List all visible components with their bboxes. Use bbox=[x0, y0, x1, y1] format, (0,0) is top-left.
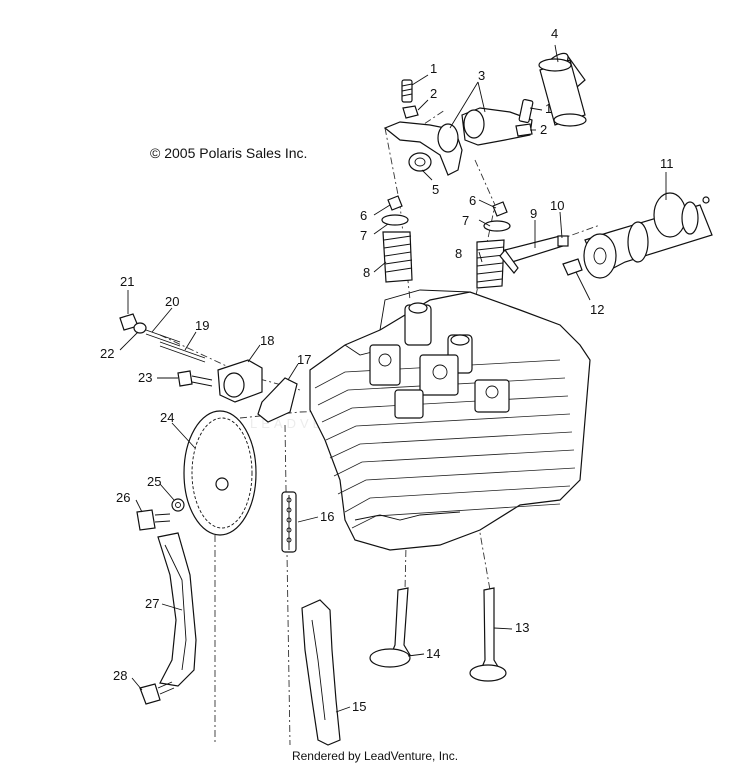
part-16-chain bbox=[281, 491, 297, 553]
callout-23: 23 bbox=[138, 370, 152, 385]
callout-9: 9 bbox=[530, 206, 537, 221]
callout-8b: 8 bbox=[455, 246, 462, 261]
part-13-valve bbox=[469, 587, 507, 682]
callout-5: 5 bbox=[432, 182, 439, 197]
copyright-notice: © 2005 Polaris Sales Inc. bbox=[150, 145, 308, 161]
callout-7: 7 bbox=[360, 228, 367, 243]
callout-4: 4 bbox=[551, 26, 558, 41]
callout-17: 17 bbox=[297, 352, 311, 367]
callout-2b: 2 bbox=[540, 122, 547, 137]
callout-8: 8 bbox=[363, 265, 370, 280]
part-24-sprocket bbox=[183, 410, 257, 536]
callout-6b: 6 bbox=[469, 193, 476, 208]
callout-6: 6 bbox=[360, 208, 367, 223]
callout-24: 24 bbox=[160, 410, 174, 425]
callout-labels: 1 2 3 4 1 2 5 6 7 8 6 7 8 9 10 11 12 21 … bbox=[100, 26, 674, 714]
callout-27: 27 bbox=[145, 596, 159, 611]
callout-10: 10 bbox=[550, 198, 564, 213]
callout-7b: 7 bbox=[462, 213, 469, 228]
callout-3: 3 bbox=[478, 68, 485, 83]
callout-18: 18 bbox=[260, 333, 274, 348]
callout-21: 21 bbox=[120, 274, 134, 289]
callout-15: 15 bbox=[352, 699, 366, 714]
callout-26: 26 bbox=[116, 490, 130, 505]
part-27-chain-guide bbox=[157, 532, 197, 687]
part-5-washer bbox=[408, 152, 432, 172]
callout-11: 11 bbox=[660, 156, 674, 171]
leader-lines bbox=[119, 44, 667, 713]
part-15-chain-guide bbox=[301, 599, 341, 746]
callout-20: 20 bbox=[165, 294, 179, 309]
part-11-camshaft bbox=[583, 192, 713, 279]
cylinder-head bbox=[309, 289, 591, 551]
tensioner-parts bbox=[119, 313, 298, 423]
callout-1: 1 bbox=[430, 61, 437, 76]
callout-25: 25 bbox=[147, 474, 161, 489]
callout-19: 19 bbox=[195, 318, 209, 333]
parts-9-10-12 bbox=[499, 235, 583, 276]
callout-22: 22 bbox=[100, 346, 114, 361]
callout-14: 14 bbox=[426, 646, 440, 661]
footer-credit: Rendered by LeadVenture, Inc. bbox=[291, 749, 459, 763]
callout-28: 28 bbox=[113, 668, 127, 683]
valve-springs-right bbox=[476, 201, 511, 289]
part-4-pin bbox=[538, 52, 587, 127]
callout-16: 16 bbox=[320, 509, 334, 524]
part-28-bolt bbox=[139, 681, 175, 705]
callout-13: 13 bbox=[515, 620, 529, 635]
part-14-valve bbox=[369, 587, 411, 668]
callout-2: 2 bbox=[430, 86, 437, 101]
callout-1b: 1 bbox=[545, 101, 552, 116]
valve-springs-left bbox=[381, 195, 413, 283]
parts-1-2-adjusters bbox=[401, 79, 534, 137]
parts-25-26 bbox=[136, 498, 185, 531]
part-3-rocker-arms bbox=[383, 107, 533, 176]
callout-12: 12 bbox=[590, 302, 604, 317]
